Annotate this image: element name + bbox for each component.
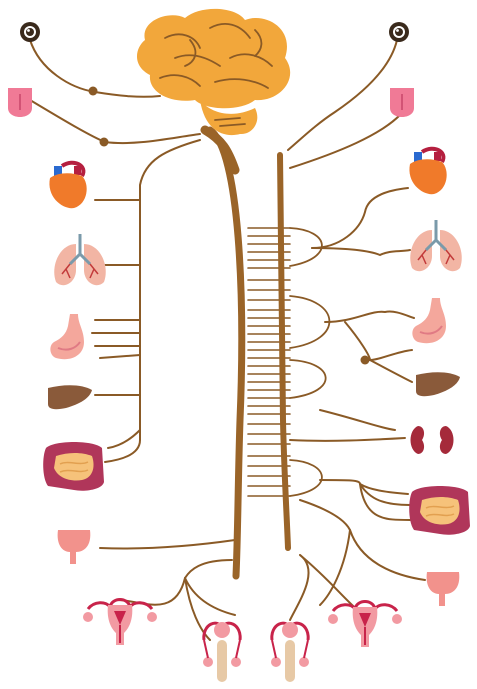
uterus-icon bbox=[83, 600, 157, 646]
nerve-path bbox=[345, 322, 412, 360]
nerve-path bbox=[30, 100, 200, 143]
nerve-path bbox=[288, 40, 397, 150]
ganglion-dot bbox=[100, 138, 109, 147]
eye-icon bbox=[20, 22, 40, 42]
spinal-cord-pair bbox=[205, 130, 288, 576]
spinal-cord-right bbox=[280, 155, 288, 548]
nerve-path bbox=[105, 140, 200, 462]
nerve-path bbox=[108, 430, 140, 448]
heart-icon bbox=[409, 149, 446, 194]
bladder-icon bbox=[427, 572, 460, 606]
intestine-icon bbox=[43, 442, 104, 491]
nerve-path bbox=[320, 410, 395, 430]
uterus-icon bbox=[328, 602, 402, 648]
liver-icon bbox=[48, 385, 92, 409]
male-reproductive-icon bbox=[271, 622, 309, 682]
nerve-path bbox=[290, 460, 322, 496]
tongue-icon bbox=[390, 88, 414, 117]
intestine-icon bbox=[409, 486, 470, 535]
nerve-path bbox=[290, 438, 405, 441]
bladder-icon bbox=[58, 530, 91, 564]
lungs-icon bbox=[410, 220, 462, 271]
brain-icon bbox=[137, 9, 290, 135]
tongue-icon bbox=[8, 88, 32, 117]
eye-icon bbox=[389, 22, 409, 42]
nerve-path bbox=[100, 355, 140, 358]
lungs-icon bbox=[54, 234, 106, 285]
ganglion-dot bbox=[361, 356, 370, 365]
nerve-path bbox=[100, 540, 235, 548]
nerve-path bbox=[300, 555, 360, 612]
brain-shape bbox=[137, 9, 290, 108]
nerve-path bbox=[320, 480, 408, 494]
stomach-icon bbox=[412, 298, 446, 343]
kidneys-icon bbox=[411, 426, 454, 454]
nerve-path bbox=[312, 188, 408, 248]
stomach-icon bbox=[50, 314, 84, 359]
nerve-path bbox=[290, 115, 400, 168]
nerve-path bbox=[325, 312, 414, 322]
ganglion-dot bbox=[89, 87, 98, 96]
nerve-path bbox=[290, 555, 309, 620]
nerve-path bbox=[290, 296, 329, 348]
nerve-path bbox=[290, 360, 326, 398]
nerve-path bbox=[300, 500, 425, 580]
nerve-path bbox=[370, 360, 412, 382]
male-reproductive-icon bbox=[203, 622, 241, 682]
spinal-cord-left bbox=[210, 130, 242, 576]
liver-icon bbox=[416, 372, 460, 396]
nerve-path bbox=[320, 530, 350, 605]
nerve-path bbox=[118, 560, 232, 605]
heart-icon bbox=[49, 163, 86, 208]
nerve-path bbox=[312, 248, 410, 255]
